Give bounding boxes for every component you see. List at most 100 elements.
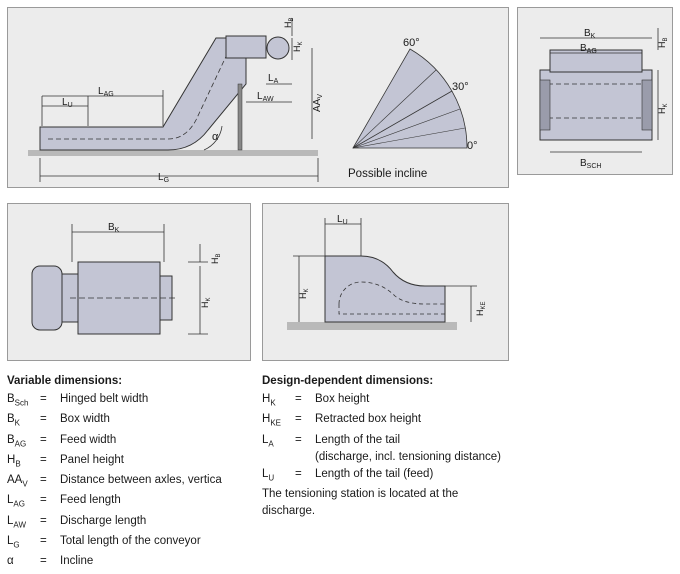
- description-text: Discharge length: [60, 514, 147, 527]
- symbol-main: L: [7, 494, 14, 507]
- end-view-drawing: BK HB HK: [31, 222, 222, 335]
- symbol: AAV: [7, 472, 40, 492]
- description: Length of the tail (discharge, incl. tens…: [315, 432, 501, 466]
- description: Feed width: [60, 432, 116, 452]
- description: Retracted box height: [315, 411, 421, 431]
- description: Feed length: [60, 492, 121, 512]
- symbol: HK: [262, 391, 295, 411]
- design-dimensions-title: Design-dependent dimensions:: [262, 375, 434, 387]
- symbol-sub: K: [270, 398, 276, 408]
- label-hk-end: HK: [200, 297, 212, 308]
- tail-view-panel: LU HK HKE: [262, 203, 509, 361]
- symbol-sub: AW: [13, 520, 26, 530]
- symbol: LAG: [7, 492, 40, 512]
- belt-line: [48, 47, 231, 140]
- variable-dimension-row: LAW=Discharge length: [7, 513, 222, 533]
- symbol-sub: AG: [14, 438, 27, 448]
- label-0deg: 0°: [467, 140, 478, 152]
- description: Box height: [315, 391, 369, 411]
- description-text: Hinged belt width: [60, 393, 149, 405]
- description-text: Panel height: [60, 453, 124, 466]
- variable-dimension-row: BK=Box width: [7, 411, 222, 431]
- label-bag-cs: BAG: [580, 43, 597, 55]
- description: Length of the tail (feed): [315, 466, 433, 486]
- symbol-main: L: [7, 535, 14, 548]
- variable-dimension-row: LG=Total length of the conveyor: [7, 533, 222, 553]
- label-la: LA: [268, 73, 279, 85]
- label-hb-end: HB: [210, 253, 222, 264]
- floor-tail: [287, 322, 457, 330]
- description-text: Feed width: [60, 433, 117, 446]
- equals: =: [40, 413, 47, 426]
- description: Box width: [60, 411, 110, 431]
- variable-dimension-row: BSch=Hinged belt width: [7, 391, 222, 411]
- description-text: Feed length: [60, 494, 121, 507]
- symbol-main: B: [7, 393, 15, 405]
- floor: [28, 150, 318, 156]
- design-dimension-row: HKE=Retracted box height: [262, 411, 501, 431]
- symbol-sub: Sch: [14, 398, 29, 408]
- variable-dimension-row: HB=Panel height: [7, 452, 222, 472]
- description-text: Box width: [60, 413, 110, 426]
- design-dimension-row: HK=Box height: [262, 391, 501, 411]
- motor-end: [31, 265, 63, 331]
- symbol-sub: AG: [13, 499, 25, 509]
- label-30deg: 30°: [452, 81, 469, 93]
- design-dimension-row: LU=Length of the tail (feed): [262, 466, 501, 486]
- symbol-sub: V: [22, 479, 28, 489]
- side-view-panel: LU LAG LG HB HK LA LAW AAV α 60° 30° 0° …: [7, 7, 509, 188]
- equals: =: [40, 393, 47, 405]
- description: Incline: [60, 553, 93, 573]
- equals: =: [40, 555, 47, 568]
- label-hb-side: HB: [283, 17, 295, 28]
- label-bk-end: BK: [108, 222, 120, 234]
- symbol: LAW: [7, 513, 40, 533]
- label-alpha: α: [212, 131, 219, 143]
- cross-section-drawing: BK BAG BSCH HB HK: [539, 28, 669, 170]
- drive-unit: [225, 35, 267, 59]
- symbol-main: L: [262, 433, 269, 446]
- symbol-main: L: [262, 467, 269, 480]
- description-text: Total length of the conveyor: [60, 535, 201, 548]
- symbol: HKE: [262, 411, 295, 431]
- label-lag: LAG: [98, 86, 114, 98]
- incline-fan: [352, 48, 468, 149]
- end-view-panel: BK HB HK: [7, 203, 251, 361]
- description-text: Length of the tail: [315, 433, 401, 446]
- symbol-main: H: [262, 413, 271, 426]
- symbol-main: H: [7, 453, 16, 466]
- equals: =: [40, 453, 47, 466]
- equals: =: [295, 433, 302, 446]
- motor: [266, 36, 290, 60]
- symbol: LU: [262, 466, 295, 486]
- symbol-sub: U: [268, 472, 275, 482]
- symbol-main: α: [7, 555, 14, 568]
- tail-view-drawing: LU HK HKE: [287, 214, 487, 330]
- variable-dimensions-legend: Variable dimensions: BSch=Hinged belt wi…: [7, 373, 222, 574]
- variable-dimensions-title: Variable dimensions:: [7, 375, 123, 387]
- label-hk-cs: HK: [657, 103, 669, 114]
- symbol-sub: KE: [270, 418, 281, 428]
- symbol: LG: [7, 533, 40, 553]
- description: Discharge length: [60, 513, 146, 533]
- variable-dimension-row: α = Incline: [7, 553, 222, 573]
- equals: =: [40, 433, 47, 446]
- label-hk-tail: HK: [298, 288, 310, 299]
- tail-box: [324, 255, 446, 323]
- label-60deg: 60°: [403, 37, 420, 49]
- symbol-sub: A: [268, 438, 274, 448]
- description: Distance between axles, vertica: [60, 472, 222, 492]
- label-lu: LU: [62, 97, 73, 109]
- design-dimensions-legend: Design-dependent dimensions: HK=Box heig…: [262, 373, 501, 520]
- description: Hinged belt width: [60, 391, 148, 411]
- tensioning-note-line2: discharge.: [262, 504, 316, 517]
- symbol: BSch: [7, 391, 40, 411]
- equals: =: [295, 413, 302, 426]
- description-text-2: (discharge, incl. tensioning distance): [315, 450, 502, 463]
- equals: =: [40, 494, 47, 507]
- description: Total length of the conveyor: [60, 533, 201, 553]
- tensioning-note-line1: The tensioning station is located at the: [262, 487, 459, 500]
- symbol: LA: [262, 432, 295, 466]
- label-lu-tail: LU: [337, 214, 348, 226]
- side-view-drawing: LU LAG LG HB HK LA LAW AAV α 60° 30° 0° …: [28, 17, 478, 184]
